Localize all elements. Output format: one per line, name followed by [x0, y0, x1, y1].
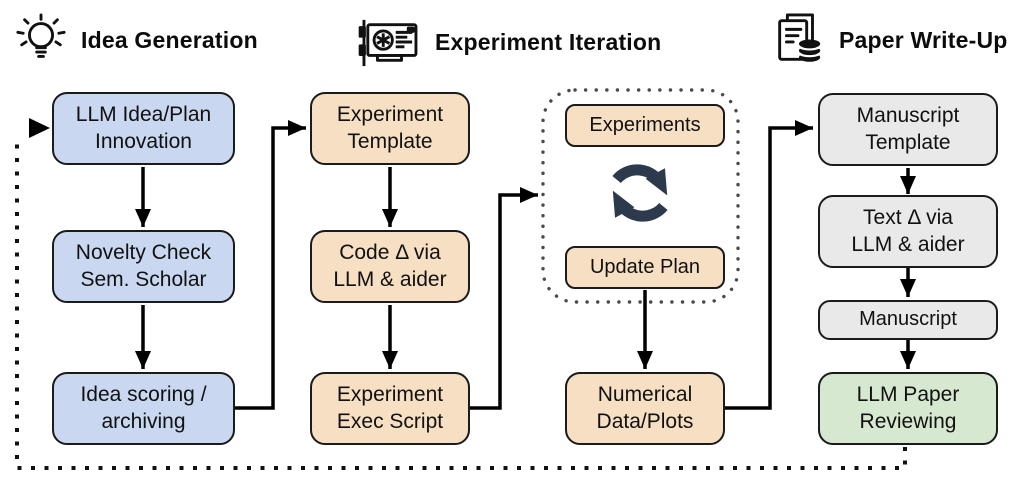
node-label: Experiments	[589, 113, 701, 136]
paper-database-icon	[778, 13, 822, 62]
node-llm-idea-plan-innovation: LLM Idea/Plan Innovation	[52, 92, 235, 165]
gpu-icon	[358, 19, 418, 67]
header-paper-writeup-label: Paper Write-Up	[839, 26, 1008, 53]
header-idea-generation: Idea Generation	[14, 12, 258, 68]
header-experiment-iteration: Experiment Iteration	[356, 16, 661, 68]
iteration-loop-container	[541, 88, 740, 304]
node-label: Experiment Template	[336, 102, 444, 153]
arrow-data-to-manuscript	[725, 120, 813, 410]
node-label: LLM Idea/Plan Innovation	[75, 102, 212, 153]
flow-arrows	[135, 120, 916, 410]
node-label: Experiment Exec Script	[336, 382, 444, 433]
node-experiments: Experiments	[565, 104, 725, 147]
node-code-delta-llm-aider: Code Δ via LLM & aider	[310, 230, 470, 303]
node-label: Manuscript Template	[856, 103, 960, 154]
header-experiment-iteration-label: Experiment Iteration	[435, 28, 662, 55]
lightbulb-icon	[16, 13, 66, 58]
arrow-scoring-to-template	[235, 120, 306, 410]
node-idea-scoring-archiving: Idea scoring / archiving	[52, 372, 235, 445]
node-experiment-template: Experiment Template	[310, 92, 470, 165]
node-label: Update Plan	[589, 255, 701, 278]
node-manuscript-template: Manuscript Template	[818, 93, 998, 166]
node-label: Manuscript	[859, 308, 957, 331]
node-numerical-data-plots: Numerical Data/Plots	[565, 372, 725, 445]
node-manuscript: Manuscript	[818, 300, 998, 340]
arrow-exec-to-loop	[469, 187, 538, 410]
node-llm-paper-reviewing: LLM Paper Reviewing	[818, 372, 998, 445]
node-label: Code Δ via LLM & aider	[333, 240, 447, 291]
node-update-plan: Update Plan	[565, 246, 725, 289]
node-label: Numerical Data/Plots	[596, 382, 694, 433]
node-label: Idea scoring / archiving	[80, 382, 207, 433]
node-label: Novelty Check Sem. Scholar	[75, 240, 212, 291]
sync-loop-icon	[612, 164, 668, 222]
feedback-loop-arrowhead	[29, 118, 50, 138]
node-text-delta-llm-aider: Text Δ via LLM & aider	[818, 195, 998, 268]
node-experiment-exec-script: Experiment Exec Script	[310, 372, 470, 445]
header-idea-generation-label: Idea Generation	[81, 26, 258, 53]
header-paper-writeup: Paper Write-Up	[770, 10, 1008, 70]
node-label: LLM Paper Reviewing	[856, 382, 960, 433]
node-label: Text Δ via LLM & aider	[851, 205, 965, 256]
node-novelty-check: Novelty Check Sem. Scholar	[52, 230, 235, 303]
